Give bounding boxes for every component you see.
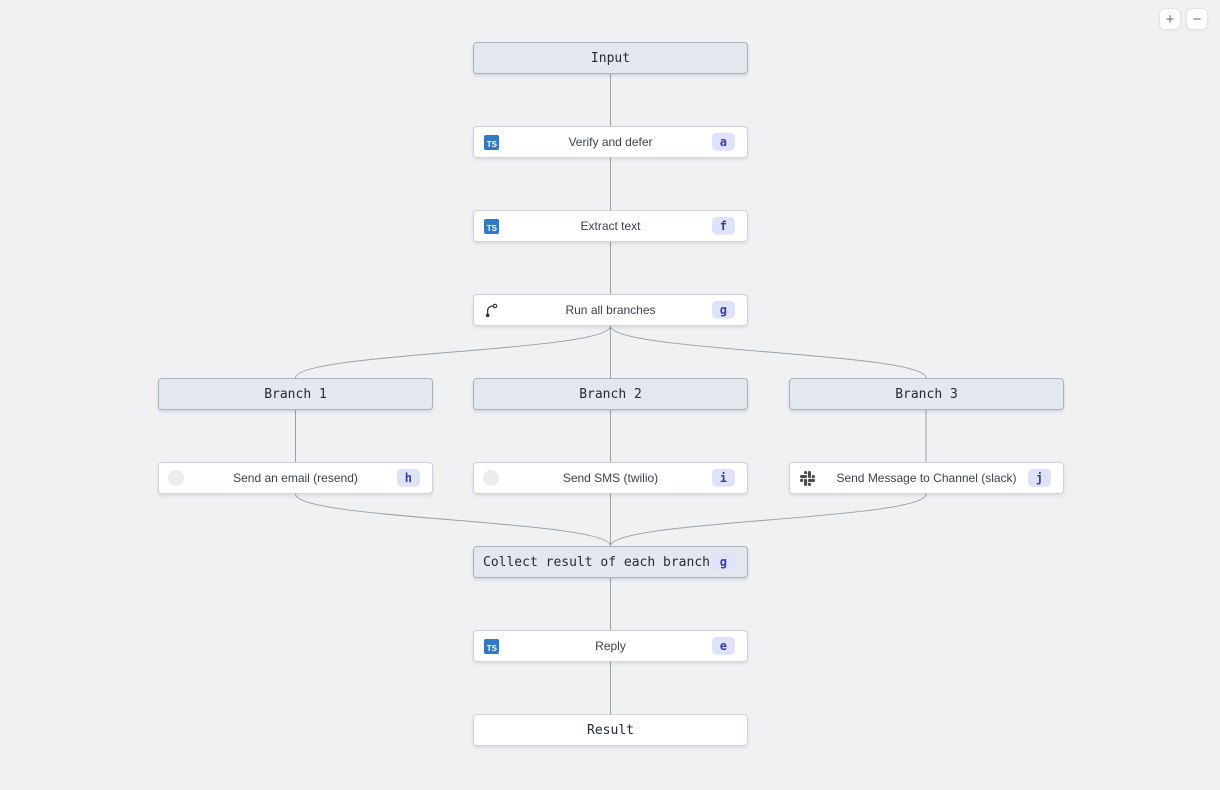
node-send-email-resend[interactable]: Send an email (resend) h: [158, 462, 433, 494]
node-badge: i: [711, 468, 735, 488]
node-badge: f: [711, 216, 735, 236]
node-branch-1-label: Branch 1: [264, 386, 327, 402]
node-branch-2[interactable]: Branch 2: [473, 378, 748, 410]
node-run-all-branches[interactable]: Run all branches g: [473, 294, 748, 326]
node-verify-and-defer-label: Verify and defer: [568, 135, 653, 149]
node-branch-3-label: Branch 3: [895, 386, 958, 402]
node-badge: j: [1027, 468, 1051, 488]
node-verify-and-defer[interactable]: TS Verify and defer a: [473, 126, 748, 158]
node-result-label: Result: [587, 722, 634, 738]
node-badge: g: [711, 552, 735, 572]
resend-icon: [168, 470, 184, 486]
node-badge: e: [711, 636, 735, 656]
node-send-slack-label: Send Message to Channel (slack): [836, 471, 1017, 485]
typescript-icon: TS: [483, 134, 499, 150]
node-send-sms-label: Send SMS (twilio): [562, 471, 659, 485]
node-branch-2-label: Branch 2: [579, 386, 642, 402]
twilio-icon: [483, 470, 499, 486]
typescript-icon: TS: [483, 638, 499, 654]
node-extract-text[interactable]: TS Extract text f: [473, 210, 748, 242]
node-reply[interactable]: TS Reply e: [473, 630, 748, 662]
node-result[interactable]: Result: [473, 714, 748, 746]
plus-icon: +: [1165, 10, 1175, 28]
node-input-label: Input: [590, 50, 631, 66]
zoom-out-button[interactable]: −: [1186, 8, 1208, 30]
node-input[interactable]: Input: [473, 42, 748, 74]
node-run-all-branches-label: Run all branches: [565, 303, 656, 317]
node-branch-1[interactable]: Branch 1: [158, 378, 433, 410]
minus-icon: −: [1192, 10, 1202, 28]
node-branch-3[interactable]: Branch 3: [789, 378, 1064, 410]
node-reply-label: Reply: [595, 639, 626, 653]
node-send-message-slack[interactable]: Send Message to Channel (slack) j: [789, 462, 1064, 494]
node-send-email-label: Send an email (resend): [233, 471, 358, 485]
node-badge: h: [396, 468, 420, 488]
zoom-in-button[interactable]: +: [1159, 8, 1181, 30]
node-extract-text-label: Extract text: [580, 219, 641, 233]
typescript-icon: TS: [483, 218, 499, 234]
node-collect-result-label: Collect result of each branch: [483, 554, 710, 570]
git-branch-icon: [483, 302, 499, 318]
node-collect-result[interactable]: Collect result of each branch g: [473, 546, 748, 578]
node-badge: g: [711, 300, 735, 320]
slack-icon: [799, 470, 815, 486]
node-send-sms-twilio[interactable]: Send SMS (twilio) i: [473, 462, 748, 494]
node-badge: a: [711, 132, 735, 152]
